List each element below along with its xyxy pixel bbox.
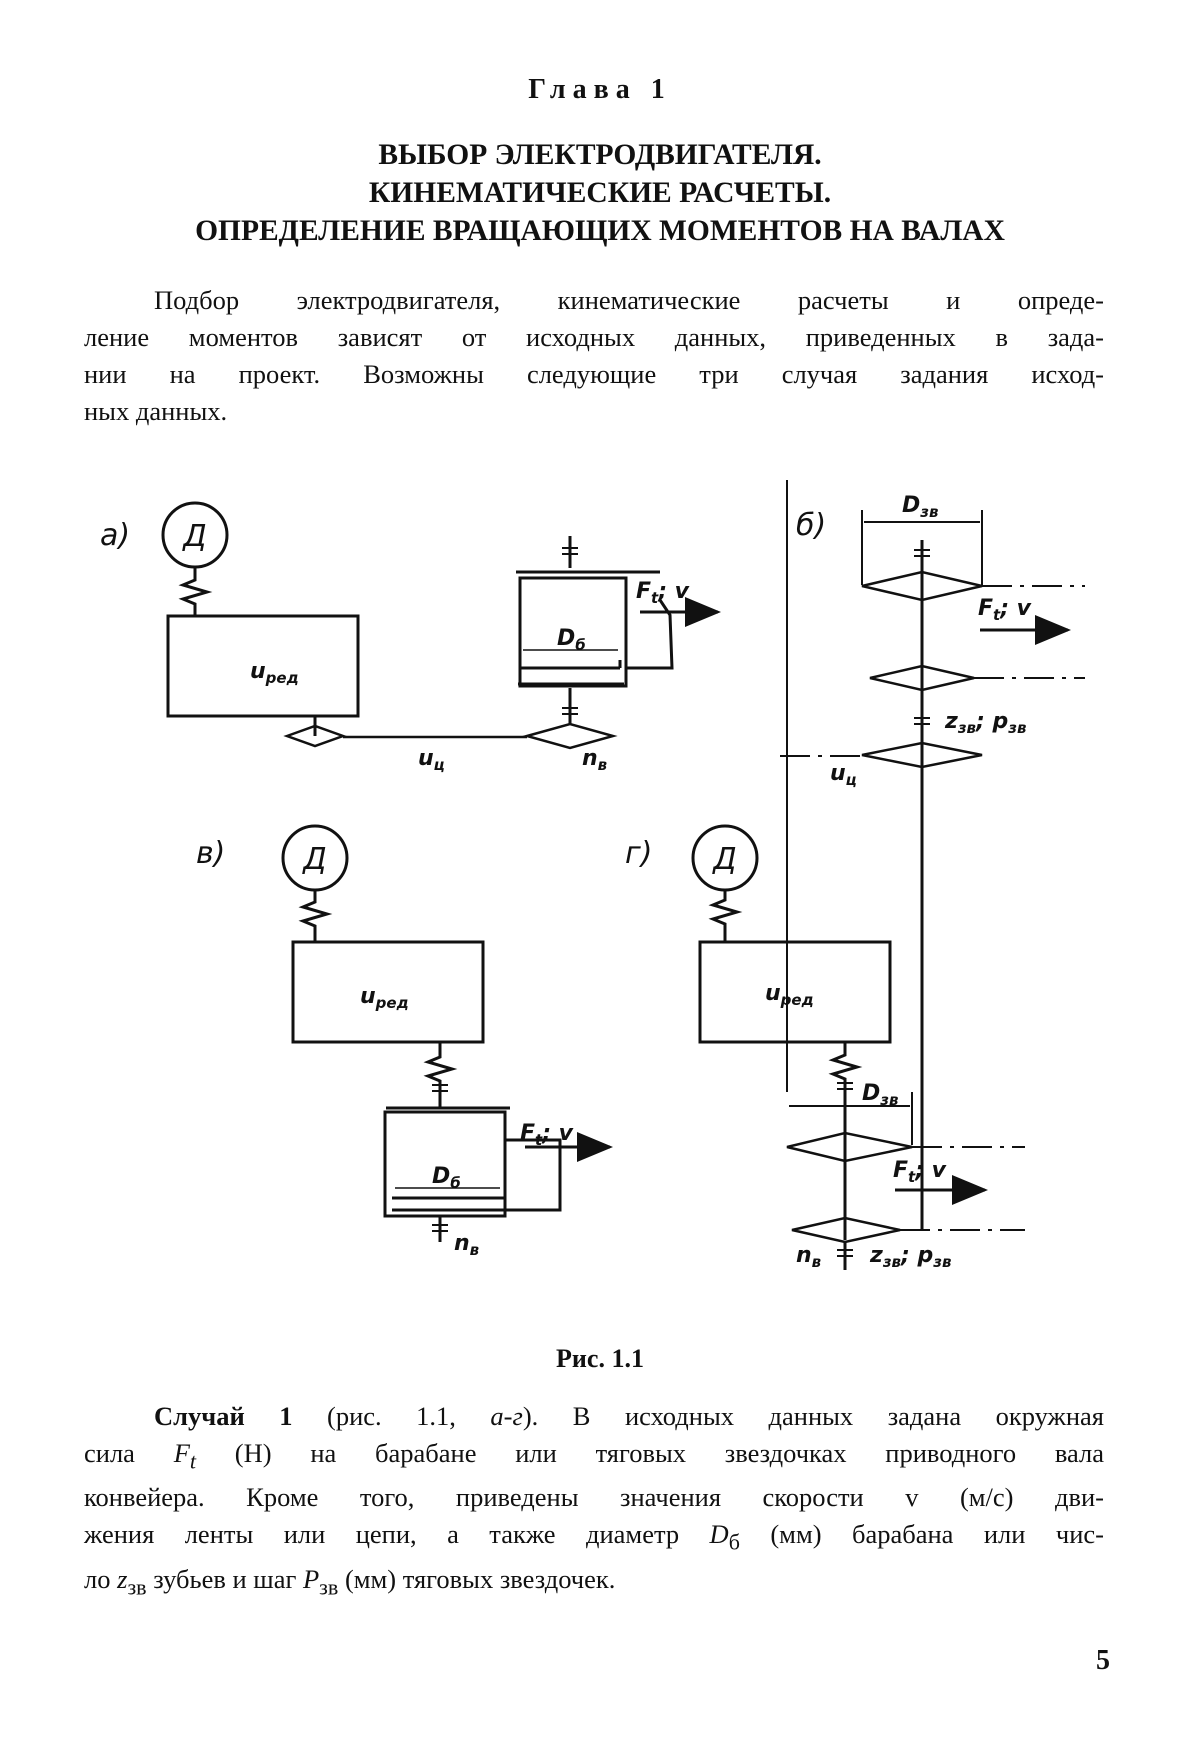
drum-diameter-label: Dб (557, 626, 586, 654)
chapter-title: ВЫБОР ЭЛЕКТРОДВИГАТЕЛЯ. КИНЕМАТИЧЕСКИЕ Р… (60, 136, 1140, 250)
drum (518, 576, 628, 688)
intro-line: ных данных. (84, 396, 228, 426)
gearbox-box (698, 940, 892, 1044)
motor-label: Д (181, 519, 206, 554)
label-g: г) (625, 836, 652, 871)
intro-line: нии на проект. Возможны следующие три сл… (84, 359, 1104, 389)
title-line-1: ВЫБОР ЭЛЕКТРОДВИГАТЕЛЯ. (378, 139, 822, 171)
drum (383, 1110, 507, 1218)
case1-paragraph: Случай 1 (рис. 1.1, а-г). В исходных дан… (84, 1398, 1104, 1605)
shaft-speed-label: nв (796, 1243, 821, 1271)
chapter-heading: Глава 1 (528, 74, 672, 105)
sprocket-diameter-label: Dзв (862, 1081, 898, 1109)
coupling-spring (178, 567, 213, 616)
shaft-speed-label: nв (582, 746, 607, 774)
intro-line: ление моментов зависят от исходных данны… (84, 322, 1104, 352)
force-speed-label: Ft; v (636, 579, 690, 607)
intro-line: Подбор электродвигателя, кинематические … (154, 285, 1104, 315)
figure-caption: Рис. 1.1 (556, 1344, 644, 1373)
scheme-b (780, 510, 1085, 1230)
gearbox-ratio-label: uред (765, 981, 814, 1009)
sprocket (786, 1131, 913, 1163)
label-b: б) (796, 508, 826, 543)
coupling-spring (423, 1042, 458, 1108)
sprocket-diameter-label: Dзв (902, 493, 938, 521)
label-a: а) (100, 518, 130, 553)
scheme-v (281, 824, 613, 1242)
case1-line: Случай 1 (рис. 1.1, а-г). В исходных дан… (154, 1401, 1104, 1431)
gearbox-ratio-label: uред (250, 659, 299, 687)
gearbox-box (166, 614, 360, 718)
case1-line: ло zзв зубьев и шаг Pзв (мм) тяговых зве… (84, 1563, 616, 1599)
force-speed-label: Ft; v (520, 1121, 574, 1149)
intro-paragraph: Подбор электродвигателя, кинематические … (84, 282, 1104, 430)
case1-line: сила Ft (Н) на барабане или тяговых звез… (84, 1438, 1104, 1474)
force-speed-label: Ft; v (978, 596, 1032, 624)
sprocket (861, 741, 983, 769)
coupling-spring (828, 1042, 863, 1240)
kinematic-diagram-figure: а) б) в) г) Д Д Д uред uред uред uц uц D… (100, 480, 1085, 1271)
coupling-spring (708, 890, 743, 942)
force-speed-label: Ft; v (893, 1158, 947, 1186)
motor-label: Д (301, 842, 326, 877)
case1-line: конвейера. Кроме того, приведены значени… (84, 1482, 1104, 1513)
teeth-pitch-label: zзв; pзв (944, 709, 1026, 737)
case1-line: жения ленты или цепи, а также диаметр Dб… (84, 1519, 1104, 1555)
coupling-spring (298, 890, 333, 942)
shaft-speed-label: nв (454, 1231, 479, 1259)
gearbox-box (291, 940, 485, 1044)
drum-diameter-label: Dб (432, 1164, 461, 1192)
chain-ratio-label: uц (830, 761, 857, 789)
page-number: 5 (1096, 1645, 1110, 1676)
chain-ratio-label: uц (418, 746, 445, 774)
motor-label: Д (711, 842, 736, 877)
sprocket (522, 722, 618, 750)
scheme-a (161, 501, 721, 750)
teeth-pitch-label: zзв; pзв (869, 1243, 951, 1271)
gearbox-ratio-label: uред (360, 984, 409, 1012)
title-line-3: ОПРЕДЕЛЕНИЕ ВРАЩАЮЩИХ МОМЕНТОВ НА ВАЛАХ (195, 215, 1005, 247)
title-line-2: КИНЕМАТИЧЕСКИЕ РАСЧЕТЫ. (368, 177, 832, 209)
scheme-g (691, 480, 1025, 1270)
label-v: в) (196, 836, 225, 871)
